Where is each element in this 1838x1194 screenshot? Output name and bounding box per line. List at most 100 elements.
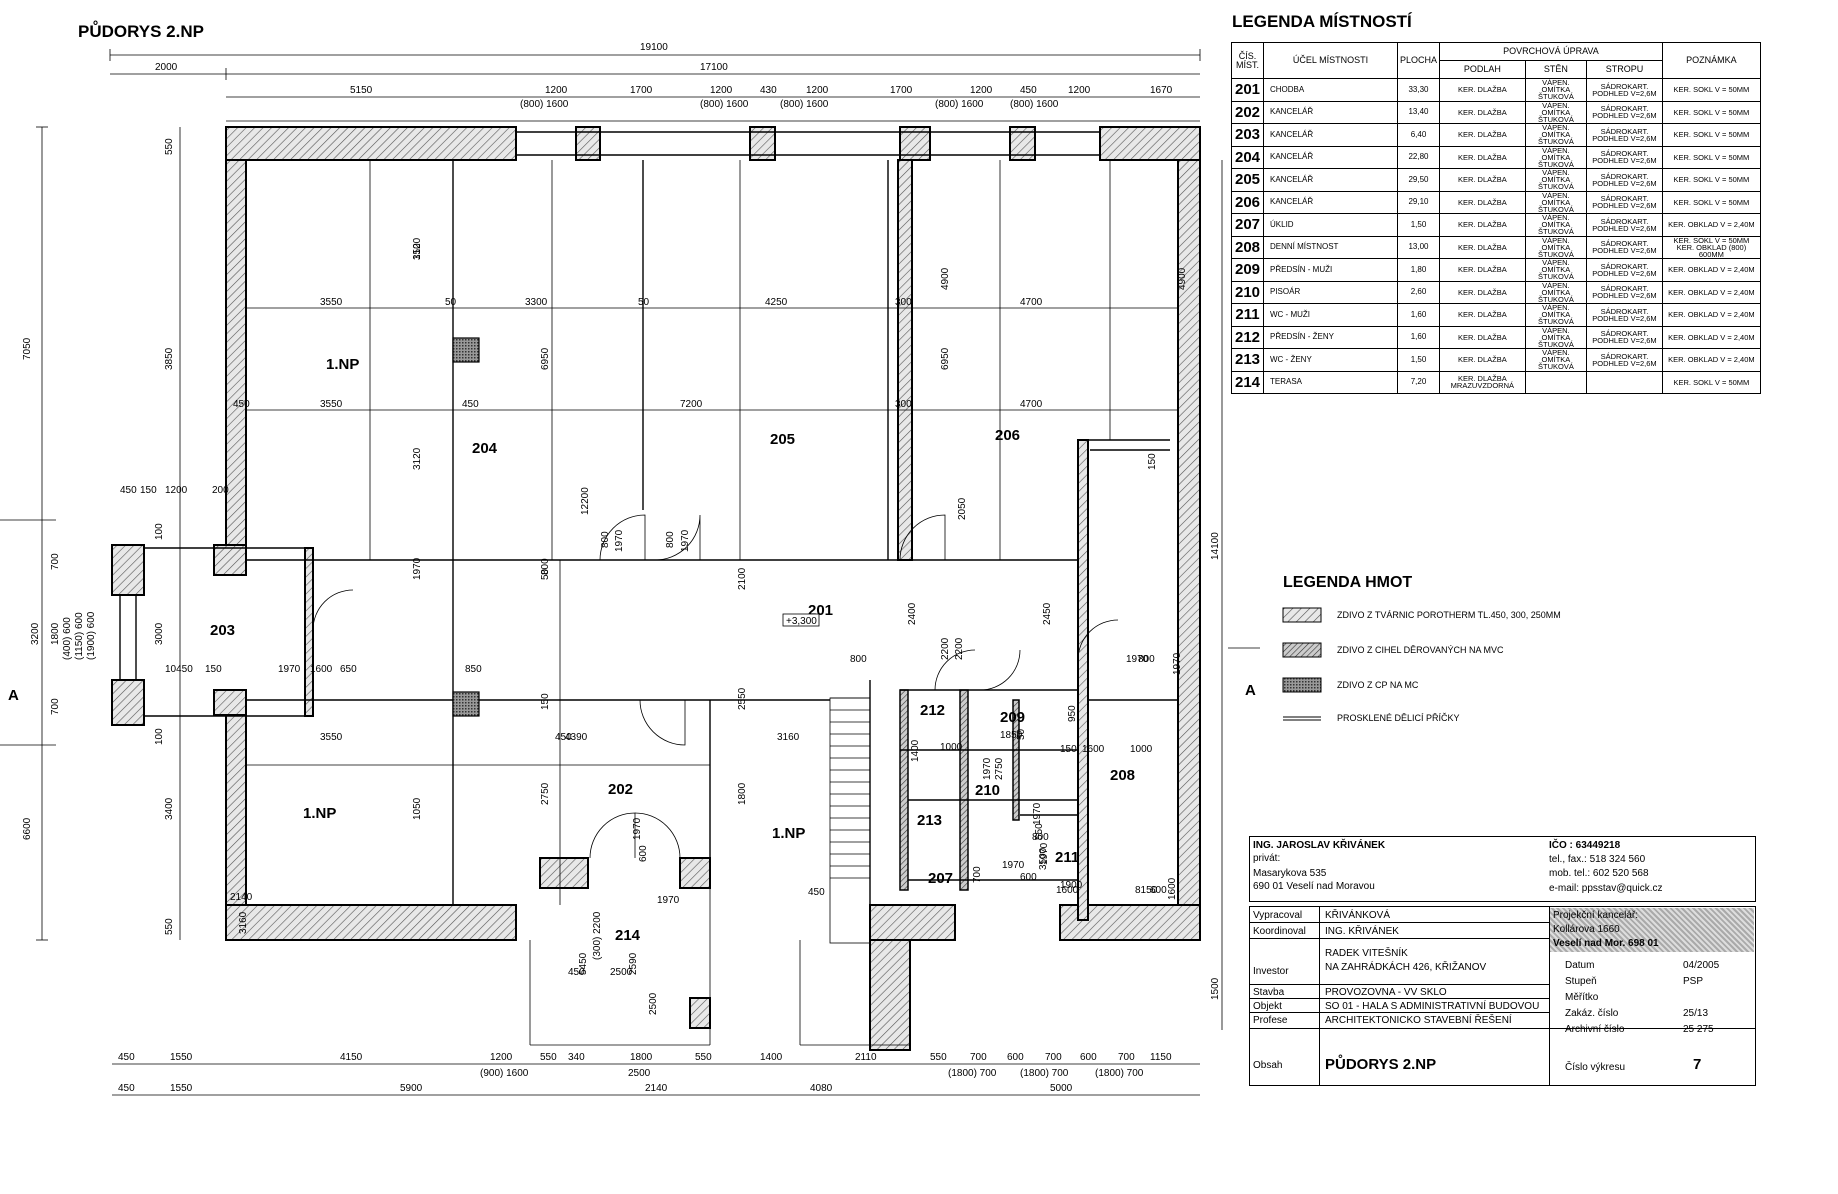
room-legend-ucel: PŘEDSÍN - ŽENY <box>1263 325 1398 349</box>
room-legend-podlah: KER. DLAŽBA <box>1439 213 1526 237</box>
room-legend-podlah: KER. DLAŽBA <box>1439 145 1526 169</box>
dim-interior: 1970 <box>614 529 625 552</box>
room-legend-pozn: KER. SOKL V = 50MM <box>1661 145 1762 169</box>
room-legend-pozn: KER. OBKLAD V = 2,40M <box>1661 348 1762 372</box>
room-legend-podlah: KER. DLAŽBA <box>1439 100 1526 124</box>
dim-interior: 1600 <box>1056 885 1079 896</box>
value-obsah: PŮDORYS 2.NP <box>1325 1056 1437 1073</box>
col-ucel: ÚČEL MÍSTNOSTI <box>1263 42 1398 79</box>
dim-bottom-row1: 4150 <box>340 1052 363 1063</box>
dim-interior: 2550 <box>737 687 748 710</box>
room-legend-num: 205 <box>1231 168 1264 192</box>
dim-bottom-row1: 1150 <box>1150 1052 1172 1063</box>
label-stavba: Stavba <box>1253 987 1285 998</box>
dim-interior: 800 <box>665 531 676 548</box>
dim-window-note: (800) 1600 <box>700 99 749 110</box>
room-legend-ucel: KANCELÁŘ <box>1263 145 1398 169</box>
room-legend-num: 204 <box>1231 145 1264 169</box>
door-swings <box>312 514 1119 859</box>
room-legend-stropu: SÁDROKART. PODHLED V=2,6M <box>1586 280 1663 304</box>
room-legend-stropu: SÁDROKART. PODHLED V=2,6M <box>1586 235 1663 259</box>
room-legend-sten: VÁPEN. OMÍTKA ŠTUKOVÁ <box>1524 190 1588 214</box>
email: e-mail: ppsstav@quick.cz <box>1549 883 1663 894</box>
svg-text:(400) 600: (400) 600 <box>62 617 73 660</box>
dim-interior: 1970 <box>1032 802 1043 825</box>
material-legend-item: ZDIVO Z CIHEL DĚROVANÝCH NA MVC <box>1337 645 1504 655</box>
dim-top-segment: 1200 <box>710 85 733 96</box>
value-objekt: SO 01 - HALA S ADMINISTRATIVNÍ BUDOVOU <box>1325 1001 1540 1012</box>
col-sten: STĚN <box>1524 60 1588 79</box>
dim-interior: 50 <box>445 297 457 308</box>
dim-interior: 50 <box>540 568 551 580</box>
room-legend-plocha: 1,60 <box>1396 325 1441 349</box>
col-podlah: PODLAH <box>1439 60 1526 79</box>
room-legend-plocha: 13,40 <box>1396 100 1441 124</box>
room-legend-num: 207 <box>1231 213 1264 237</box>
room-legend-stropu: SÁDROKART. PODHLED V=2,6M <box>1586 348 1663 372</box>
room-legend-table: ČÍS. MÍST. ÚČEL MÍSTNOSTI PLOCHA POVRCHO… <box>1231 42 1762 394</box>
room-legend-podlah: KER. DLAŽBA <box>1439 168 1526 192</box>
room-legend-stropu: SÁDROKART. PODHLED V=2,6M <box>1586 123 1663 147</box>
room-legend-num: 211 <box>1231 303 1264 327</box>
dim-bottom-row1: 1550 <box>170 1052 193 1063</box>
dim-top-segment: 1200 <box>806 85 829 96</box>
dim-bottom-row2: 1550 <box>170 1083 193 1094</box>
dim-interior: 3500 <box>1038 847 1049 870</box>
dim-interior: 7200 <box>680 399 703 410</box>
dim-interior: 150 <box>1147 453 1158 470</box>
office-line2: Kollárova 1660 <box>1553 924 1620 935</box>
label-1np-top: 1.NP <box>326 356 359 373</box>
svg-text:100: 100 <box>154 728 165 745</box>
dim-interior: 3550 <box>320 297 343 308</box>
room-legend-ucel: DENNÍ MÍSTNOST <box>1263 235 1398 259</box>
dim-bottom-row1: 550 <box>695 1052 712 1063</box>
room-209-label: 209 <box>1000 709 1025 726</box>
dim-interior: 1800 <box>737 782 748 805</box>
dim-bottom-row1: 1200 <box>490 1052 513 1063</box>
left-dimensions: 7050 6600 550 3850 3400 550 A 3200 700 1… <box>0 126 181 941</box>
dim-interior: 1970 <box>632 817 643 840</box>
dim-bottom-row1: 2110 <box>855 1052 877 1063</box>
room-legend-stropu: SÁDROKART. PODHLED V=2,6M <box>1586 258 1663 282</box>
stair-outline <box>829 697 871 944</box>
room-legend-pozn: KER. OBKLAD V = 2,40M <box>1661 280 1762 304</box>
value-stupen: PSP <box>1683 976 1704 987</box>
dim-interior: 12200 <box>580 487 591 515</box>
col-plocha: PLOCHA <box>1396 42 1441 79</box>
section-mark-left: A <box>8 687 19 704</box>
tel: tel., fax.: 518 324 560 <box>1549 854 1646 865</box>
dim-interior: 3160 <box>238 911 249 934</box>
room-legend-pozn: KER. OBKLAD V = 2,40M <box>1661 258 1762 282</box>
room-207-label: 207 <box>928 870 953 887</box>
room-legend-sten: VÁPEN. OMÍTKA ŠTUKOVÁ <box>1524 348 1588 372</box>
author-private: privát: <box>1253 853 1281 864</box>
dim-17100: 17100 <box>700 62 728 73</box>
dim-interior: 8150 <box>1135 885 1158 896</box>
room-214-label: 214 <box>615 927 641 944</box>
dim-interior: 150 <box>205 664 222 675</box>
dim-interior: 2400 <box>907 602 918 625</box>
dim-interior: 2200 <box>954 637 965 660</box>
room-legend-plocha: 13,00 <box>1396 235 1441 259</box>
room-legend-sten: VÁPEN. OMÍTKA ŠTUKOVÁ <box>1524 235 1588 259</box>
room-legend-sten: VÁPEN. OMÍTKA ŠTUKOVÁ <box>1524 168 1588 192</box>
room-legend-num: 208 <box>1231 235 1264 259</box>
dim-top-segment: 1700 <box>630 85 653 96</box>
dim-bottom-row2: 4080 <box>810 1083 833 1094</box>
value-investor1: RADEK VITEŠNÍK <box>1325 948 1408 959</box>
room-legend-ucel: TERASA <box>1263 370 1398 394</box>
room-211-label: 211 <box>1055 849 1079 866</box>
dim-interior: 2100 <box>737 567 748 590</box>
author-city: 690 01 Veselí nad Moravou <box>1253 881 1375 892</box>
room-legend-ucel: KANCELÁŘ <box>1263 190 1398 214</box>
room-204-label: 204 <box>472 440 498 457</box>
room-legend-sten <box>1524 370 1588 394</box>
room-labels: 201 202 203 204 205 206 207 208 209 210 … <box>210 356 1135 944</box>
room-legend-pozn: KER. SOKL V = 50MM <box>1661 78 1762 102</box>
office-stamp <box>1549 908 1754 952</box>
dim-interior: 2140 <box>230 892 253 903</box>
room-legend-ucel: WC - ŽENY <box>1263 348 1398 372</box>
